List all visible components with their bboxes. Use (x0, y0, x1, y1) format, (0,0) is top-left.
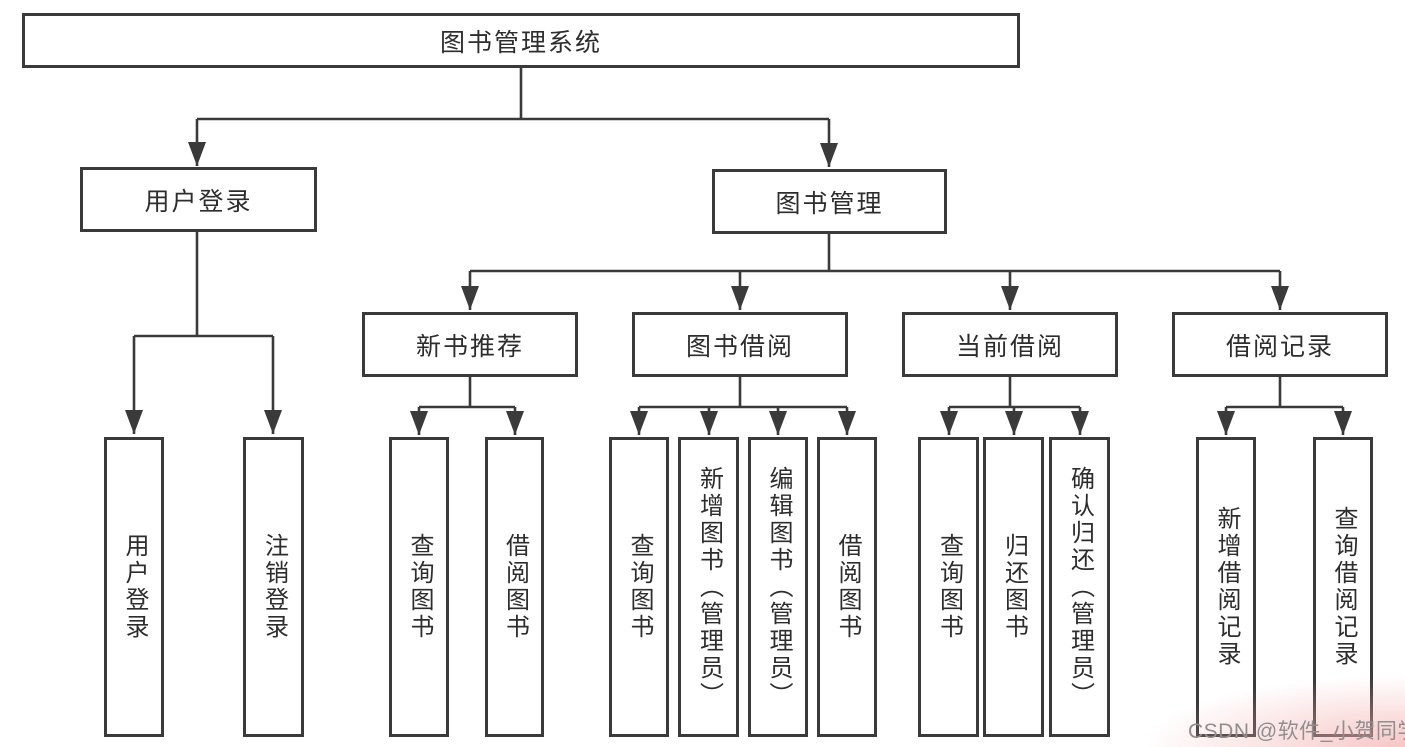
node-current-borrow: 当前借阅 (902, 312, 1118, 377)
leaf-bb-borrow-books: 借阅图书 (817, 437, 877, 737)
node-label: 用户登录 (121, 533, 148, 641)
node-label: 图书管理 (775, 189, 884, 218)
leaf-logout-login: 注销登录 (243, 437, 304, 737)
node-label: 用户登录 (144, 187, 253, 216)
leaf-bb-query-books: 查询图书 (609, 437, 669, 737)
node-label: 编辑图书（管理员） (765, 465, 792, 709)
node-label: 归还图书 (1000, 533, 1028, 641)
leaf-nbr-borrow-books: 借阅图书 (485, 437, 544, 737)
leaf-bb-add-books-admin: 新增图书（管理员） (678, 437, 739, 737)
node-library-management-system: 图书管理系统 (22, 13, 1020, 68)
node-label: 查询图书 (935, 533, 963, 641)
node-book-borrow: 图书借阅 (632, 312, 848, 377)
node-book-management: 图书管理 (712, 169, 947, 234)
node-label: 确认归还（管理员） (1066, 465, 1094, 709)
node-label: 查询图书 (626, 533, 653, 641)
csdn-watermark: CSDN @软件_小贺同学 (1188, 720, 1405, 743)
node-new-book-recommend: 新书推荐 (362, 312, 578, 377)
node-label: 查询图书 (406, 533, 433, 641)
leaf-br-query-record: 查询借阅记录 (1313, 437, 1373, 737)
node-user-login: 用户登录 (80, 167, 317, 232)
leaf-user-login: 用户登录 (104, 437, 164, 737)
node-label: 注销登录 (260, 533, 288, 641)
leaf-cb-query-books: 查询图书 (918, 437, 979, 737)
leaf-cb-confirm-return-admin: 确认归还（管理员） (1049, 437, 1110, 737)
node-label: 图书借阅 (685, 332, 794, 361)
node-label: 当前借阅 (955, 332, 1064, 361)
node-label: 新书推荐 (415, 332, 524, 361)
node-label: 借阅图书 (834, 533, 861, 641)
leaf-cb-return-books: 归还图书 (983, 437, 1044, 737)
node-label: 借阅图书 (501, 533, 529, 641)
node-label: 图书管理系统 (439, 28, 602, 57)
leaf-br-add-record: 新增借阅记录 (1196, 437, 1256, 737)
node-label: 新增图书（管理员） (695, 465, 723, 709)
leaf-nbr-query-books: 查询图书 (389, 437, 449, 737)
node-label: 查询借阅记录 (1330, 506, 1357, 668)
node-borrow-records: 借阅记录 (1172, 312, 1388, 377)
leaf-bb-edit-books-admin: 编辑图书（管理员） (748, 437, 808, 737)
node-label: 新增借阅记录 (1213, 506, 1240, 668)
node-label: 借阅记录 (1225, 332, 1334, 361)
